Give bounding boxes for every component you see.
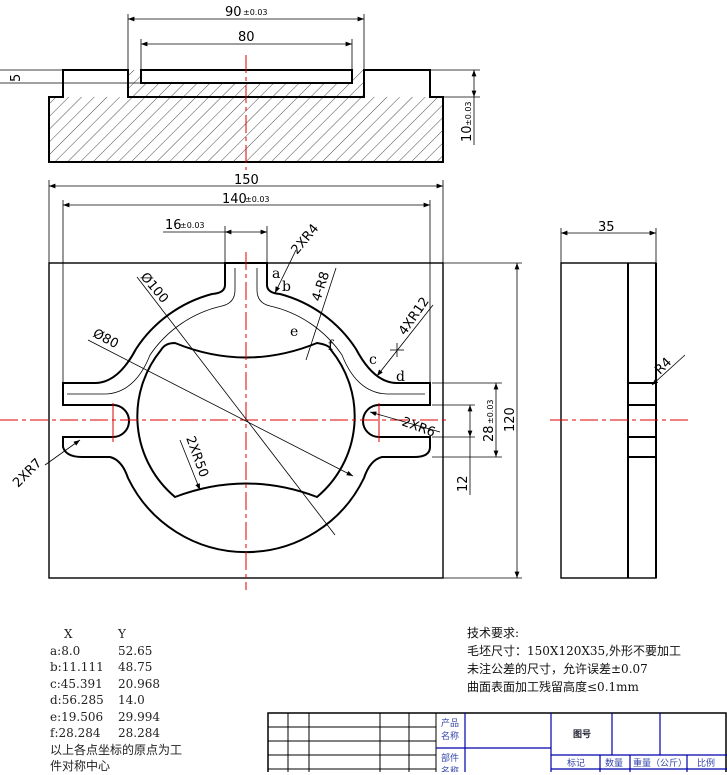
coord-x: d:56.285: [50, 693, 104, 707]
drawing-no-label: 图号: [573, 729, 591, 740]
mark-label: 标记: [567, 757, 585, 769]
inner-cavity: [136, 341, 356, 499]
point-d: d: [396, 369, 405, 385]
dim-120: 120: [503, 407, 518, 432]
dim-10: 10: [460, 125, 475, 142]
coord-row: f:28.284 28.284: [50, 725, 182, 742]
coord-row: b:11.111 48.75: [50, 659, 182, 676]
radius-2xr4: 2XR4: [289, 222, 323, 258]
radius-4xr12: 4XR12: [396, 295, 433, 339]
dim-140-tol: ±0.03: [245, 195, 270, 204]
coord-x: a:8.0: [50, 643, 81, 658]
coord-row: c:45.391 20.968: [50, 676, 182, 693]
coord-x: b:11.111: [50, 660, 104, 674]
product-name-label-2: 名称: [441, 730, 459, 742]
coord-y: 20.968: [118, 676, 160, 691]
front-view: 150 140 ±0.03 16 ±0.03 120 28 ±0.03 12 2…: [0, 173, 522, 590]
dim-12: 12: [456, 475, 471, 492]
dim-140: 140: [222, 192, 247, 207]
coord-y: 14.0: [118, 693, 145, 707]
point-f: f: [328, 338, 335, 354]
dim-28-tol: ±0.03: [486, 399, 495, 424]
quantity-label: 数量: [605, 757, 623, 769]
weight-label: 重量（公斤）: [633, 757, 687, 769]
dim-5: 5: [9, 74, 24, 82]
dim-80: 80: [238, 30, 255, 45]
top-section-view: 90 ±0.03 80 5 10 ±0.03: [0, 5, 480, 170]
coord-x: f:28.284: [50, 726, 101, 740]
radius-2xr7: 2XR7: [10, 456, 45, 491]
title-block: 产品 名称 部件 名称 图号 标记 数量 重量（公斤） 比例: [267, 712, 727, 772]
tech-req-line: 毛坯尺寸：150X120X35,外形不要加工: [467, 644, 681, 658]
part-name-label-2: 名称: [441, 765, 459, 772]
tech-req-line: 未注公差的尺寸，允许误差±0.07: [467, 662, 648, 676]
tech-req-line: 曲面表面加工残留高度≤0.1mm: [467, 680, 639, 694]
dim-90: 90: [225, 5, 242, 20]
coord-origin-note-1: 以上各点坐标的原点为工: [50, 742, 183, 757]
dim-10-tol: ±0.03: [464, 101, 473, 126]
dim-35: 35: [598, 220, 615, 235]
diameter-100: Ø100: [137, 270, 171, 306]
dim-150: 150: [234, 173, 259, 188]
point-e: e: [290, 324, 298, 340]
part-name-label-1: 部件: [441, 752, 459, 764]
coord-x: e:19.506: [50, 709, 104, 724]
coord-row: d:56.285 14.0: [50, 692, 182, 709]
technical-requirements: 技术要求: 毛坯尺寸：150X120X35,外形不要加工 未注公差的尺寸，允许误…: [467, 624, 681, 696]
dim-16-tol: ±0.03: [180, 221, 205, 230]
coord-x: c:45.391: [50, 676, 103, 691]
point-coordinates-table: X Y a:8.0 52.65 b:11.111 48.75 c:45.391 20.9…: [50, 626, 182, 775]
coord-row: a:8.0 52.65: [50, 643, 182, 660]
coord-row: e:19.506 29.994: [50, 709, 182, 726]
point-a: a: [272, 266, 280, 282]
product-name-label-1: 产品: [441, 717, 459, 729]
coord-header-x: X: [64, 627, 73, 641]
dim-28: 28: [482, 425, 497, 442]
diameter-80: Ø80: [90, 326, 121, 352]
dim-16: 16: [165, 218, 182, 233]
scale-label: 比例: [697, 757, 715, 769]
coord-y: 28.284: [118, 726, 160, 740]
point-c: c: [369, 352, 377, 368]
coord-y: 48.75: [118, 660, 153, 674]
outer-profile: [62, 262, 431, 554]
coord-header-y: Y: [118, 627, 126, 641]
point-b: b: [282, 279, 291, 295]
side-view: 35 R4: [550, 220, 690, 579]
dim-90-tol: ±0.03: [243, 8, 268, 17]
coord-origin-note-2: 件对称中心: [50, 759, 111, 773]
coord-y: 52.65: [118, 643, 153, 658]
coord-y: 29.994: [118, 709, 160, 724]
tech-req-title: 技术要求:: [467, 626, 520, 640]
